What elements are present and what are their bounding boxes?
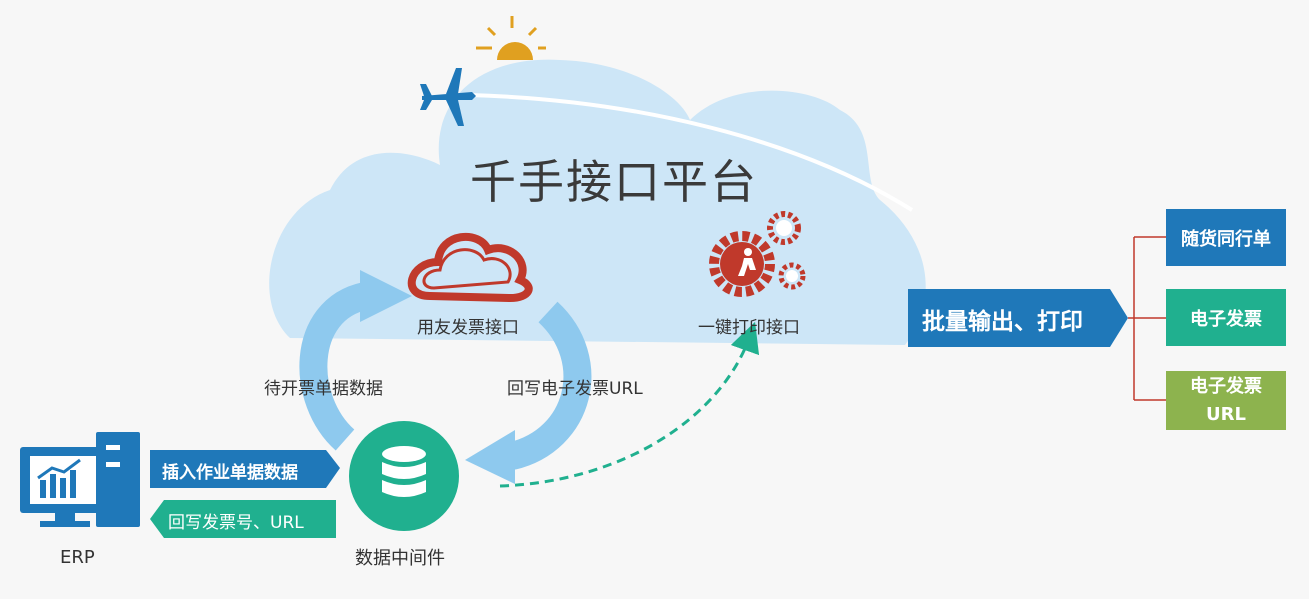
writeback-arrow	[150, 500, 336, 538]
pending-data-label: 待开票单据数据	[264, 379, 383, 399]
batch-output-label: 批量输出、打印	[922, 309, 1083, 335]
output-delivery-note: 随货同行单	[1166, 209, 1286, 266]
middleware-label: 数据中间件	[355, 548, 445, 569]
writeback-invoice-label: 回写发票号、URL	[168, 513, 304, 533]
sun-icon	[476, 16, 546, 60]
insert-data-label: 插入作业单据数据	[162, 463, 298, 483]
output-delivery-note-label: 随货同行单	[1181, 228, 1271, 250]
gear-icon	[709, 211, 806, 297]
erp-computer-icon	[20, 432, 140, 527]
contrail	[469, 93, 914, 212]
batch-arrow	[908, 289, 1128, 347]
dashed-arrow	[499, 321, 760, 488]
output-einvoice: 电子发票	[1166, 289, 1286, 346]
cycle-arrow-down-head	[465, 430, 515, 484]
erp-label: ERP	[60, 547, 95, 568]
print-interface-label: 一键打印接口	[698, 318, 800, 338]
runner-icon	[738, 248, 756, 276]
yonyou-interface-label: 用友发票接口	[417, 318, 519, 338]
cycle-arrow-down	[508, 301, 592, 470]
database-icon	[349, 421, 459, 531]
output-einvoice-label: 电子发票	[1190, 308, 1262, 330]
airplane-icon	[420, 68, 476, 126]
cycle-arrow-up	[299, 282, 369, 451]
page-title: 千手接口平台	[470, 155, 758, 209]
yonyou-cloud-icon	[407, 232, 533, 303]
output-einvoice-url-line2: URL	[1206, 403, 1246, 425]
yonyou-cloud-inner	[422, 248, 512, 290]
output-connectors	[1128, 236, 1166, 401]
output-einvoice-url: 电子发票 URL	[1166, 371, 1286, 430]
writeback-url-label: 回写电子发票URL	[507, 379, 643, 399]
output-einvoice-url-line1: 电子发票	[1190, 375, 1262, 397]
cycle-arrow-up-head	[360, 270, 412, 322]
insert-arrow	[150, 450, 340, 488]
